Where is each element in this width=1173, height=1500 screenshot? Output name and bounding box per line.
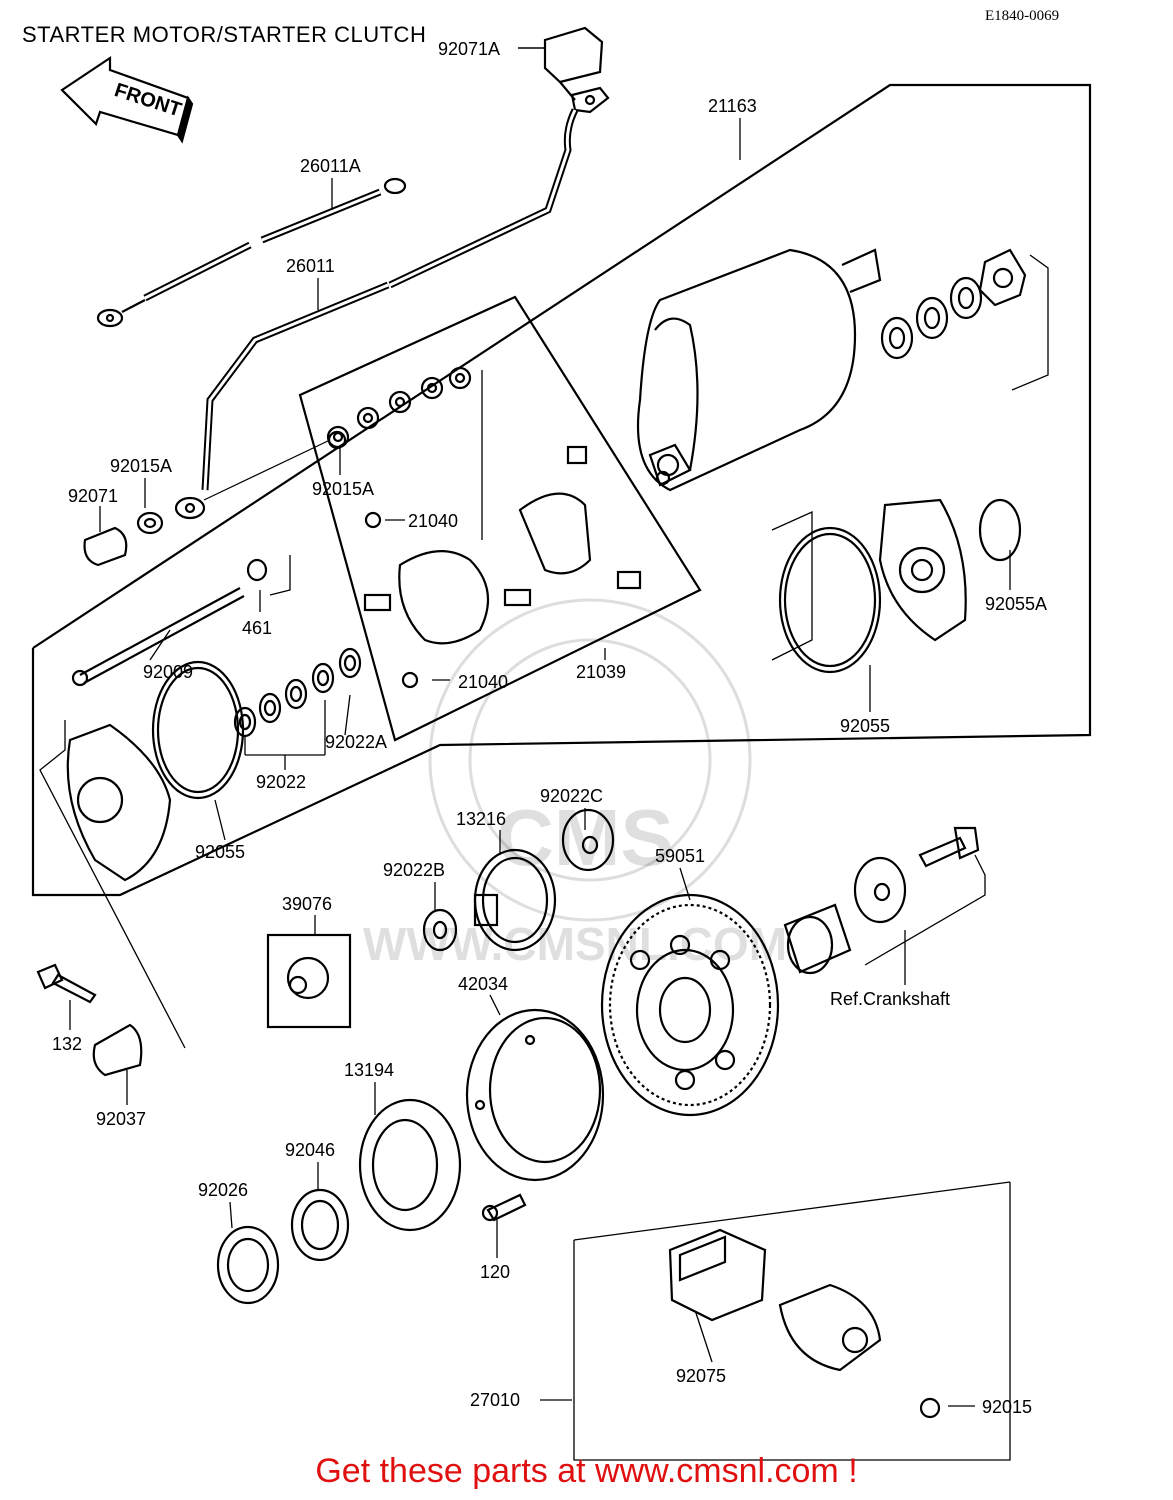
label-21163: 21163 <box>708 96 757 116</box>
label-59051: 59051 <box>655 846 705 866</box>
label-42034: 42034 <box>458 974 508 994</box>
label-92071A: 92071A <box>438 39 500 59</box>
watermark-text: WWW.CMSNL.COM <box>363 918 787 970</box>
clutch-housing-42034 <box>465 1008 605 1182</box>
label-92046: 92046 <box>285 1140 335 1160</box>
label-92071: 92071 <box>68 486 118 506</box>
page-title: STARTER MOTOR/STARTER CLUTCH <box>22 22 427 47</box>
label-13194: 13194 <box>344 1060 394 1080</box>
washer-stack-left <box>233 647 362 738</box>
label-21040-top: 21040 <box>408 511 458 531</box>
label-92022C: 92022C <box>540 786 603 806</box>
label-92015: 92015 <box>982 1397 1032 1417</box>
label-39076: 39076 <box>282 894 332 914</box>
gear-parts <box>266 808 615 1029</box>
diagram-code: E1840-0069 <box>985 8 1060 24</box>
label-ref-crankshaft: Ref.Crankshaft <box>830 989 950 1009</box>
footer-link-text[interactable]: Get these parts at www.cmsnl.com ! <box>315 1452 858 1490</box>
label-92026: 92026 <box>198 1180 248 1200</box>
label-92055A: 92055A <box>985 594 1047 614</box>
label-21039: 21039 <box>576 662 626 682</box>
label-92022B: 92022B <box>383 860 445 880</box>
label-26011A: 26011A <box>300 156 361 176</box>
label-92055-left: 92055 <box>195 842 245 862</box>
washer-stack-right <box>880 248 1027 360</box>
starter-motor-assembly-outline <box>31 83 1092 897</box>
crankshaft-ref-parts <box>783 826 980 975</box>
label-92009: 92009 <box>143 662 193 682</box>
end-cover-right <box>778 498 1022 674</box>
needle-bearing-92046 <box>290 1188 350 1262</box>
front-arrow-icon: FRONT <box>60 55 194 144</box>
starter-relay-27010 <box>668 1228 941 1419</box>
label-132: 132 <box>52 1034 82 1054</box>
label-92037: 92037 <box>96 1109 146 1129</box>
label-92022: 92022 <box>256 772 306 792</box>
one-way-clutch-13194 <box>358 1098 462 1232</box>
label-92022A: 92022A <box>325 732 387 752</box>
label-92015A-mid: 92015A <box>312 479 374 499</box>
watermark-logo <box>428 598 752 922</box>
starter-motor-21163 <box>636 248 882 492</box>
label-26011: 26011 <box>286 256 335 276</box>
washer-92026 <box>216 1225 280 1305</box>
label-21040-bottom: 21040 <box>458 672 508 692</box>
label-13216: 13216 <box>456 809 506 829</box>
brush-holder-outline <box>298 295 702 742</box>
label-461: 461 <box>242 618 272 638</box>
label-120: 120 <box>480 1262 510 1282</box>
terminal-cover-92071A <box>543 26 610 114</box>
through-bolt-92009 <box>71 558 268 687</box>
brush-holder-21039 <box>326 366 642 689</box>
label-27010: 27010 <box>470 1390 520 1410</box>
label-92075: 92075 <box>676 1366 726 1386</box>
starter-gear-59051 <box>600 893 780 1117</box>
label-92015A-left: 92015A <box>110 456 172 476</box>
watermark-logo-text: CMS <box>496 793 674 882</box>
label-92055-right: 92055 <box>840 716 890 736</box>
